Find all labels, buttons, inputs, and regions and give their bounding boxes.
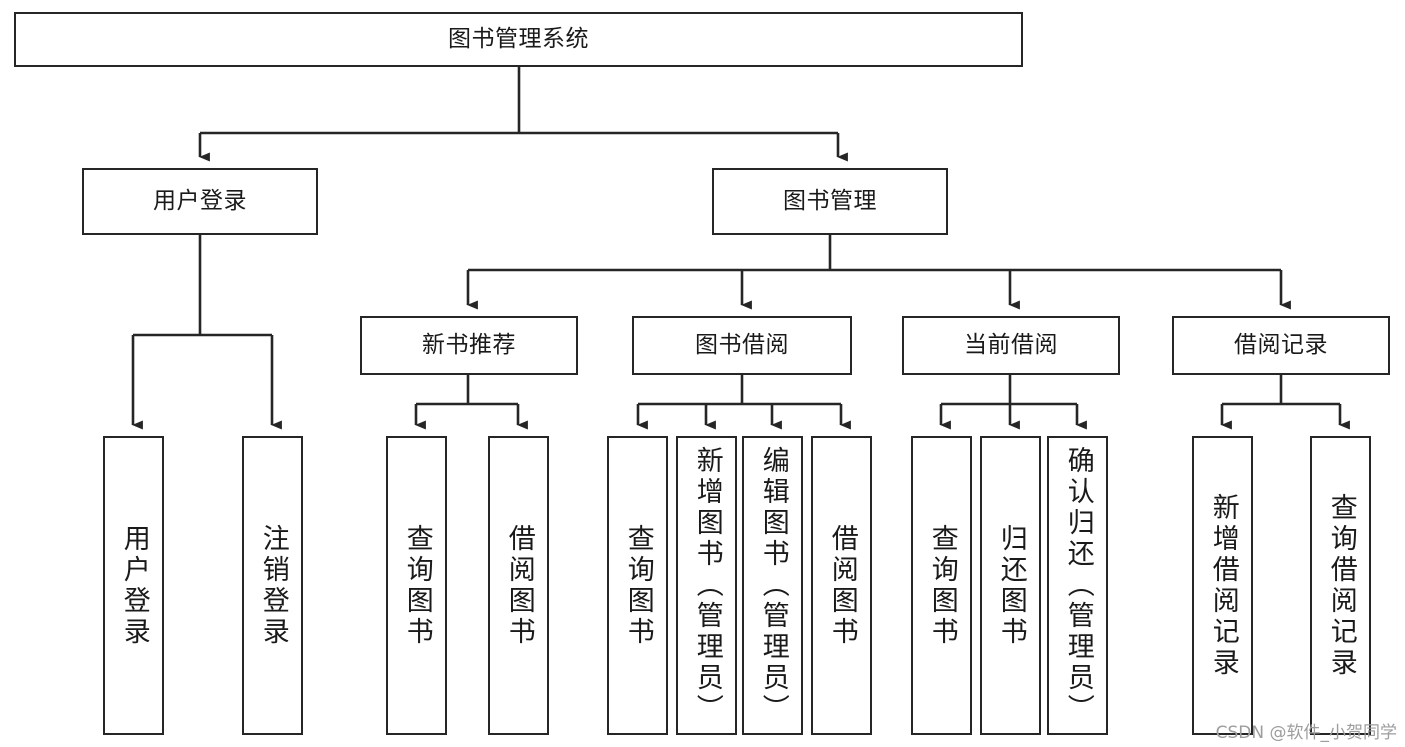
- leaf-add-borrow-record[interactable]: 新增借阅记录: [1192, 436, 1253, 735]
- leaf-query-book-1[interactable]: 查询图书: [386, 436, 447, 735]
- leaf-add-book-admin[interactable]: 新增图书（管理员）: [676, 436, 737, 735]
- leaf-query-book-1-label: 查询图书: [401, 523, 433, 648]
- leaf-borrow-book-1-label: 借阅图书: [503, 523, 535, 648]
- node-book-borrow[interactable]: 图书借阅: [632, 316, 852, 375]
- leaf-query-book-3-label: 查询图书: [926, 523, 958, 648]
- leaf-edit-book-admin[interactable]: 编辑图书（管理员）: [742, 436, 803, 735]
- leaf-query-borrow-record-label: 查询借阅记录: [1325, 492, 1357, 679]
- node-book-borrow-label: 图书借阅: [695, 331, 789, 358]
- leaf-confirm-return-admin-label: 确认归还（管理员）: [1062, 446, 1094, 725]
- node-root[interactable]: 图书管理系统: [14, 12, 1023, 67]
- leaf-borrow-book-2-label: 借阅图书: [826, 523, 858, 648]
- node-book-manage-label: 图书管理: [783, 187, 877, 214]
- node-current-borrow-label: 当前借阅: [964, 331, 1058, 358]
- leaf-query-book-3[interactable]: 查询图书: [911, 436, 972, 735]
- node-book-manage[interactable]: 图书管理: [712, 168, 948, 235]
- leaf-query-book-2-label: 查询图书: [622, 523, 654, 648]
- leaf-query-borrow-record[interactable]: 查询借阅记录: [1310, 436, 1371, 735]
- node-root-label: 图书管理系统: [448, 25, 589, 52]
- node-user-login[interactable]: 用户登录: [82, 168, 318, 235]
- csdn-watermark: CSDN @软件_小贺同学: [1215, 723, 1397, 743]
- node-user-login-label: 用户登录: [153, 187, 247, 214]
- node-new-book-recommend[interactable]: 新书推荐: [360, 316, 578, 375]
- node-current-borrow[interactable]: 当前借阅: [902, 316, 1120, 375]
- leaf-return-book-label: 归还图书: [995, 523, 1027, 648]
- leaf-logout-login-label: 注销登录: [257, 523, 289, 648]
- leaf-user-login[interactable]: 用户登录: [103, 436, 164, 735]
- node-new-book-recommend-label: 新书推荐: [422, 331, 516, 358]
- leaf-logout-login[interactable]: 注销登录: [242, 436, 303, 735]
- leaf-add-borrow-record-label: 新增借阅记录: [1207, 492, 1239, 679]
- leaf-user-login-label: 用户登录: [118, 523, 150, 648]
- leaf-edit-book-admin-label: 编辑图书（管理员）: [757, 446, 789, 725]
- leaf-confirm-return-admin[interactable]: 确认归还（管理员）: [1047, 436, 1108, 735]
- node-borrow-record-label: 借阅记录: [1234, 331, 1328, 358]
- node-borrow-record[interactable]: 借阅记录: [1172, 316, 1390, 375]
- leaf-return-book[interactable]: 归还图书: [980, 436, 1041, 735]
- leaf-borrow-book-1[interactable]: 借阅图书: [488, 436, 549, 735]
- leaf-query-book-2[interactable]: 查询图书: [607, 436, 668, 735]
- leaf-add-book-admin-label: 新增图书（管理员）: [691, 446, 723, 725]
- leaf-borrow-book-2[interactable]: 借阅图书: [811, 436, 872, 735]
